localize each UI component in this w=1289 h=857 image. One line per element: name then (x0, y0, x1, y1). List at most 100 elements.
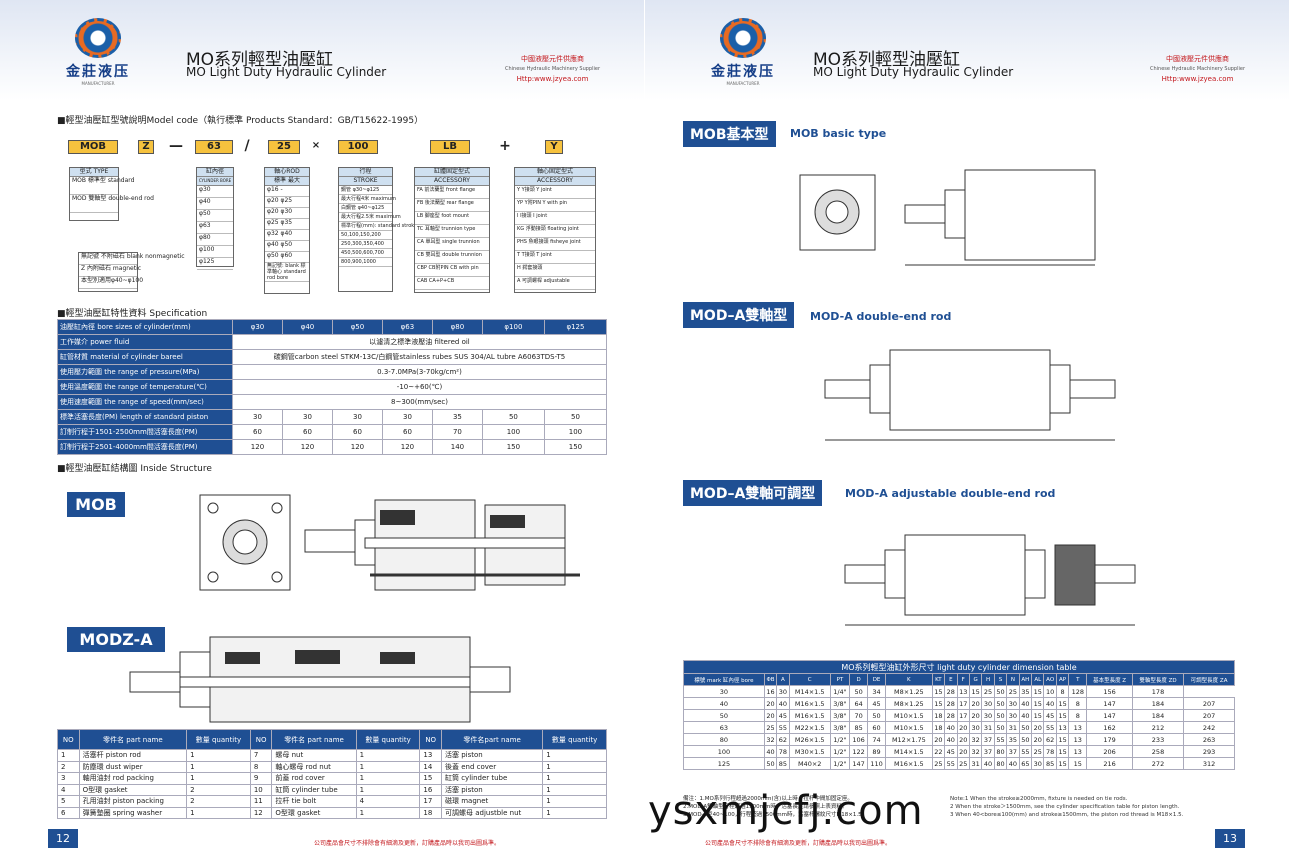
code-rod: 25 (268, 140, 300, 154)
dim-cell: 30 (981, 697, 995, 710)
dim-cell: 1/2" (829, 733, 851, 746)
parts-cell: 10 (249, 783, 273, 796)
dim-cell: 78 (776, 745, 790, 758)
dim-cell: 37 (981, 745, 995, 758)
spec-row: 使用速度範圍 the range of speed(mm/sec)8~300(m… (57, 394, 607, 410)
dim-cell: 30 (1006, 709, 1020, 722)
modaj-text: MOD-A adjustable double-end rod (845, 487, 1056, 500)
dim-head-cell: 標號 mark 缸內徑 bore (683, 673, 765, 686)
code-times: × (311, 140, 321, 151)
dim-cell: 85 (1043, 757, 1057, 770)
dim-cell: 212 (1131, 721, 1185, 734)
dim-cell: 13 (956, 685, 970, 698)
code-plus: + (499, 138, 511, 154)
parts-cell: 1 (542, 760, 607, 773)
parts-cell: 螺母 nut (271, 749, 357, 762)
dim-cell: 156 (1086, 685, 1133, 698)
parts-cell: 可調螺母 adjustble nut (440, 806, 544, 819)
dim-cell: 80 (993, 757, 1008, 770)
dim-cell: 17 (956, 697, 970, 710)
dim-cell: 50 (993, 697, 1008, 710)
dim-head-cell: E (944, 673, 958, 686)
dim-head-cell: K (885, 673, 933, 686)
dim-cell: 37 (981, 733, 995, 746)
rod-sub: 標準 最大 (265, 177, 309, 186)
dim-cell: 3/8" (829, 721, 851, 734)
moda-dimension-drawing (824, 349, 1116, 441)
parts-head-cell: 零件名 part name (78, 729, 188, 750)
parts-cell: 4 (355, 795, 421, 808)
spec-span: 碳鋼管carbon steel STKM-13C/白鋼管stainless ru… (232, 349, 607, 365)
supplier-url[interactable]: Http:www.jzyea.com (516, 75, 589, 83)
supplier-url[interactable]: Http:www.jzyea.com (1161, 75, 1234, 83)
dim-cell: 20 (1031, 733, 1045, 746)
dim-cell: 28 (944, 685, 958, 698)
spec-label: 使用溫度範圍 the range of temperature(℃) (57, 379, 233, 395)
rod-head: 軸心ROD (265, 168, 309, 177)
spec-span: 0.3-7.0MPa(3-70kg/cm²) (232, 364, 607, 380)
dim-cell: 45 (776, 709, 790, 722)
dim-cell: 22 (931, 745, 946, 758)
dim-cell: 15 (1031, 697, 1045, 710)
dim-cell: 55 (944, 757, 958, 770)
page-title-cn: MO系列輕型油壓缸 (186, 50, 334, 70)
dim-cell: 20 (956, 733, 970, 746)
parts-cell: 1 (186, 772, 251, 785)
dim-cell: 207 (1183, 697, 1235, 710)
stroke-row: 800,900,1000 (339, 258, 392, 267)
logo-text: 金莊液压 (711, 64, 775, 80)
parts-cell: 活塞杆 piston rod (78, 749, 188, 762)
notes: Note:1 When the stroke≥2000mm, fixture i… (950, 795, 1240, 819)
dim-cell: 35 (1006, 733, 1020, 746)
accessory-row: CA 單耳型 single trunnion (415, 238, 489, 251)
dim-cell: M14×1.5 (788, 685, 831, 698)
dim-cell: 20 (1031, 721, 1045, 734)
supplier-cn: 中國液壓元件供應商 (521, 55, 584, 63)
spec-label: 標準活塞長度(PM) length of standard piston (57, 409, 233, 425)
parts-cell: 2 (57, 760, 80, 773)
dim-cell: 20 (956, 745, 970, 758)
dim-cell: 30 (981, 709, 995, 722)
spec-label: 油壓缸內徑 bore sizes of cylinder(mm) (57, 319, 233, 335)
dim-cell: 128 (1068, 685, 1088, 698)
parts-cell: 6 (57, 806, 80, 819)
parts-cell: 缸筒 cylinder tube (440, 772, 544, 785)
accessory-row: FB 後法蘭型 rear flange (415, 199, 489, 212)
mob-dimension-drawing (799, 169, 1096, 266)
rod-acc-row: YP Y附PIN Y with pin (515, 199, 595, 212)
dim-cell: 50 (1018, 733, 1033, 746)
dim-cell: 206 (1086, 745, 1133, 758)
dim-head-cell: H (981, 673, 995, 686)
gear-icon (720, 18, 766, 58)
dim-cell: 207 (1183, 709, 1235, 722)
bore-row: φ63 (197, 222, 233, 234)
accessory-head: 缸體固定型式 (415, 168, 489, 177)
dim-cell: 50 (993, 721, 1008, 734)
page-number: 13 (1215, 829, 1245, 848)
dim-cell: 1/2" (829, 745, 851, 758)
dim-cell: 50 (763, 757, 778, 770)
dim-cell: 15 (1031, 685, 1045, 698)
dim-head-cell: F (956, 673, 970, 686)
dim-cell: 40 (1043, 697, 1057, 710)
dim-cell: 55 (993, 733, 1008, 746)
rod-acc-row: A 可調螺桿 adjustable (515, 277, 595, 290)
stroke-row: 450,500,600,700 (339, 249, 392, 258)
magnet-row: Z 內附磁石 magnetic (79, 265, 141, 277)
parts-cell: 1 (542, 795, 607, 808)
spec-label: 使用速度範圍 the range of speed(mm/sec) (57, 394, 233, 410)
spec-cell: 100 (481, 424, 545, 440)
magnet-row: 無記號 不附磁石 blank nonmagnetic (79, 253, 185, 265)
dim-cell: M40×2 (788, 757, 831, 770)
dim-cell: 50 (993, 709, 1008, 722)
rod-row: 無記號: blank 標準軸心 standard rod bore (265, 263, 309, 282)
spec-cell: φ63 (381, 319, 433, 335)
